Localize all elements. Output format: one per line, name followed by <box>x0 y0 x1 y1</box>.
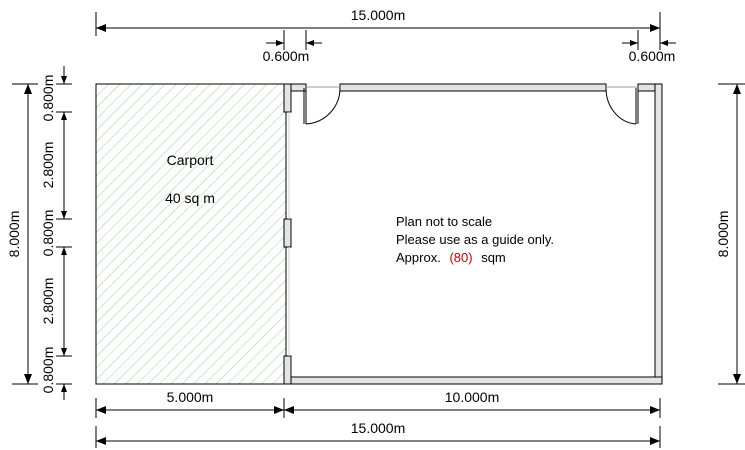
note-not-to-scale: Plan not to scale <box>396 214 492 229</box>
left-door <box>303 86 341 125</box>
dim-top-total-label: 15.000m <box>351 7 405 23</box>
dim-bottom-right-label: 10.000m <box>445 389 499 405</box>
dim-left-seg-5: 0.800m <box>40 347 56 394</box>
dim-bottom-total <box>95 426 661 448</box>
dim-right-total <box>718 83 745 385</box>
dim-left-seg-1: 0.800m <box>40 75 56 122</box>
dim-left-segments <box>56 66 72 400</box>
dim-top-right-door-label: 0.600m <box>629 48 676 64</box>
dim-left-total-label: 8.000m <box>6 211 22 258</box>
right-door <box>605 86 639 125</box>
dim-left-seg-4: 2.800m <box>40 278 56 325</box>
dim-bottom-parts <box>95 398 661 418</box>
dim-left-seg-3: 0.800m <box>40 210 56 257</box>
dim-bottom-left-label: 5.000m <box>167 389 214 405</box>
approx-value: (80) <box>449 250 472 265</box>
dim-top-left-door-label: 0.600m <box>263 48 310 64</box>
dim-right-total-label: 8.000m <box>715 211 731 258</box>
note-guide-only: Please use as a guide only. <box>396 232 554 247</box>
carport-area <box>95 83 287 385</box>
dim-left-seg-2: 2.800m <box>40 142 56 189</box>
dim-bottom-total-label: 15.000m <box>351 420 405 436</box>
dim-top-left-door <box>266 30 322 50</box>
dim-left-total <box>12 83 38 385</box>
approx-unit: sqm <box>481 250 506 265</box>
dim-top-right-door <box>622 30 676 50</box>
carport-area-label: 40 sq m <box>165 190 215 206</box>
note-approx-area: Approx. (80) sqm <box>396 250 506 265</box>
carport-name: Carport <box>167 152 214 168</box>
garage-walls <box>283 83 663 385</box>
approx-prefix: Approx. <box>396 250 441 265</box>
